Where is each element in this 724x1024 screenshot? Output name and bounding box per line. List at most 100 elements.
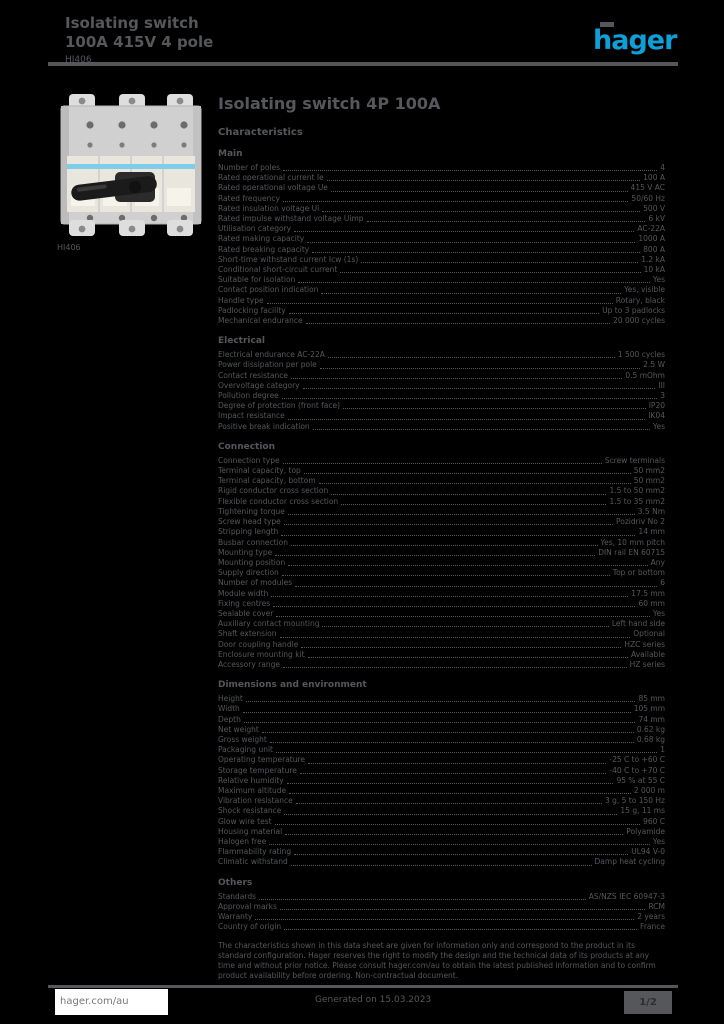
dot-leader <box>330 190 628 192</box>
spec-section-heading: Dimensions and environment <box>218 680 367 691</box>
spec-label: Width <box>218 704 240 714</box>
spec-label: Rated operational voltage Ue <box>218 183 328 193</box>
dot-leader <box>303 473 631 475</box>
dot-leader <box>286 782 614 784</box>
dot-leader <box>283 524 614 526</box>
blue-stripe <box>67 164 195 169</box>
spec-row: Rated making capacity 1000 A <box>218 234 665 244</box>
spec-label: Degree of protection (front face) <box>218 401 341 411</box>
spec-label: Positive break indication <box>218 421 310 431</box>
footer-page-number: 1/2 <box>639 997 657 1008</box>
spec-row: Short-time withstand current Icw (1s) 1.2… <box>218 255 665 265</box>
dot-leader <box>284 929 638 931</box>
spec-value: 0.68 kg <box>636 734 665 744</box>
dot-leader <box>255 919 635 921</box>
spec-value: 1000 A <box>638 234 665 244</box>
spec-label: Maximum altitude <box>218 785 287 795</box>
product-image-caption: HI406 <box>57 243 81 252</box>
spec-value: 1.2 kA <box>641 254 665 264</box>
top-terminal-screws <box>86 121 188 148</box>
spec-label: Terminal capacity, top <box>218 466 301 476</box>
spec-label: Door coupling handle <box>218 639 299 649</box>
spec-value: 85 mm <box>638 694 665 704</box>
dot-leader <box>299 772 607 774</box>
spec-label: Busbar connection <box>218 537 288 547</box>
spec-value: Left hand side <box>611 619 665 629</box>
dot-leader <box>321 292 622 294</box>
spec-value: RCM <box>648 901 665 911</box>
spec-label: Module width <box>218 588 269 598</box>
spec-value: 2 000 m <box>633 785 665 795</box>
dot-leader <box>361 262 639 264</box>
spec-section-heading: Electrical <box>218 336 265 347</box>
spec-value: 1 <box>660 745 665 755</box>
dot-leader <box>294 854 629 856</box>
spec-label: Number of modules <box>218 578 293 588</box>
spec-label: Connection type <box>218 455 280 465</box>
spec-label: Rated making capacity <box>218 234 305 244</box>
spec-value: 500 V <box>643 203 665 213</box>
dot-leader <box>307 656 629 658</box>
spec-label: Utilisation category <box>218 224 292 234</box>
spec-value: 2 years <box>637 912 665 921</box>
dot-leader <box>331 493 607 495</box>
spec-value: 15 g, 11 ms <box>620 806 665 816</box>
spec-label: Handle type <box>218 295 264 305</box>
spec-label: Short-time withstand current Icw (1s) <box>218 254 359 264</box>
spec-label: Mounting position <box>218 557 286 567</box>
spec-value: Screw terminals <box>604 455 665 465</box>
spec-label: Relative humidity <box>218 775 284 785</box>
spec-label: Enclosure mounting kit <box>218 649 305 659</box>
spec-label: Net weight <box>218 724 259 734</box>
spec-row: Connection type Screw terminals <box>218 456 665 466</box>
dot-leader <box>312 251 641 253</box>
spec-label: Vibration resistance <box>218 796 293 806</box>
spec-value: 800 A <box>643 244 665 254</box>
spec-value: 50 mm2 <box>633 466 665 476</box>
spec-section-heading: Main <box>218 149 243 159</box>
hager-logo-wordmark: hager <box>593 25 677 56</box>
dot-leader <box>276 616 650 618</box>
dot-leader <box>302 388 656 390</box>
spec-label: Electrical endurance AC-22A <box>218 350 325 360</box>
header-title-line2: 100A 415V 4 pole <box>65 33 214 51</box>
spec-label: Operating temperature <box>218 755 306 765</box>
spec-value: Yes <box>652 421 665 431</box>
dot-leader <box>290 544 598 546</box>
spec-label: Contact position indication <box>218 285 319 295</box>
footer-website-link[interactable]: hager.com/au <box>60 996 129 1007</box>
spec-value: -40 C to +70 C <box>609 765 665 775</box>
header-product-reference: HI406 <box>65 55 92 65</box>
dot-leader <box>271 595 629 597</box>
bottom-mounting-tabs <box>69 220 193 236</box>
spec-value: 3 g, 5 to 150 Hz <box>604 796 665 806</box>
spec-value: HZC series <box>624 639 665 649</box>
spec-label: Conditional short-circuit current <box>218 265 338 275</box>
spec-value: -25 C to +60 C <box>609 755 665 765</box>
spec-value: 14 mm <box>638 527 665 537</box>
spec-label: Storage temperature <box>218 765 297 775</box>
spec-label: Standards <box>218 891 257 901</box>
spec-label: Housing material <box>218 826 283 836</box>
